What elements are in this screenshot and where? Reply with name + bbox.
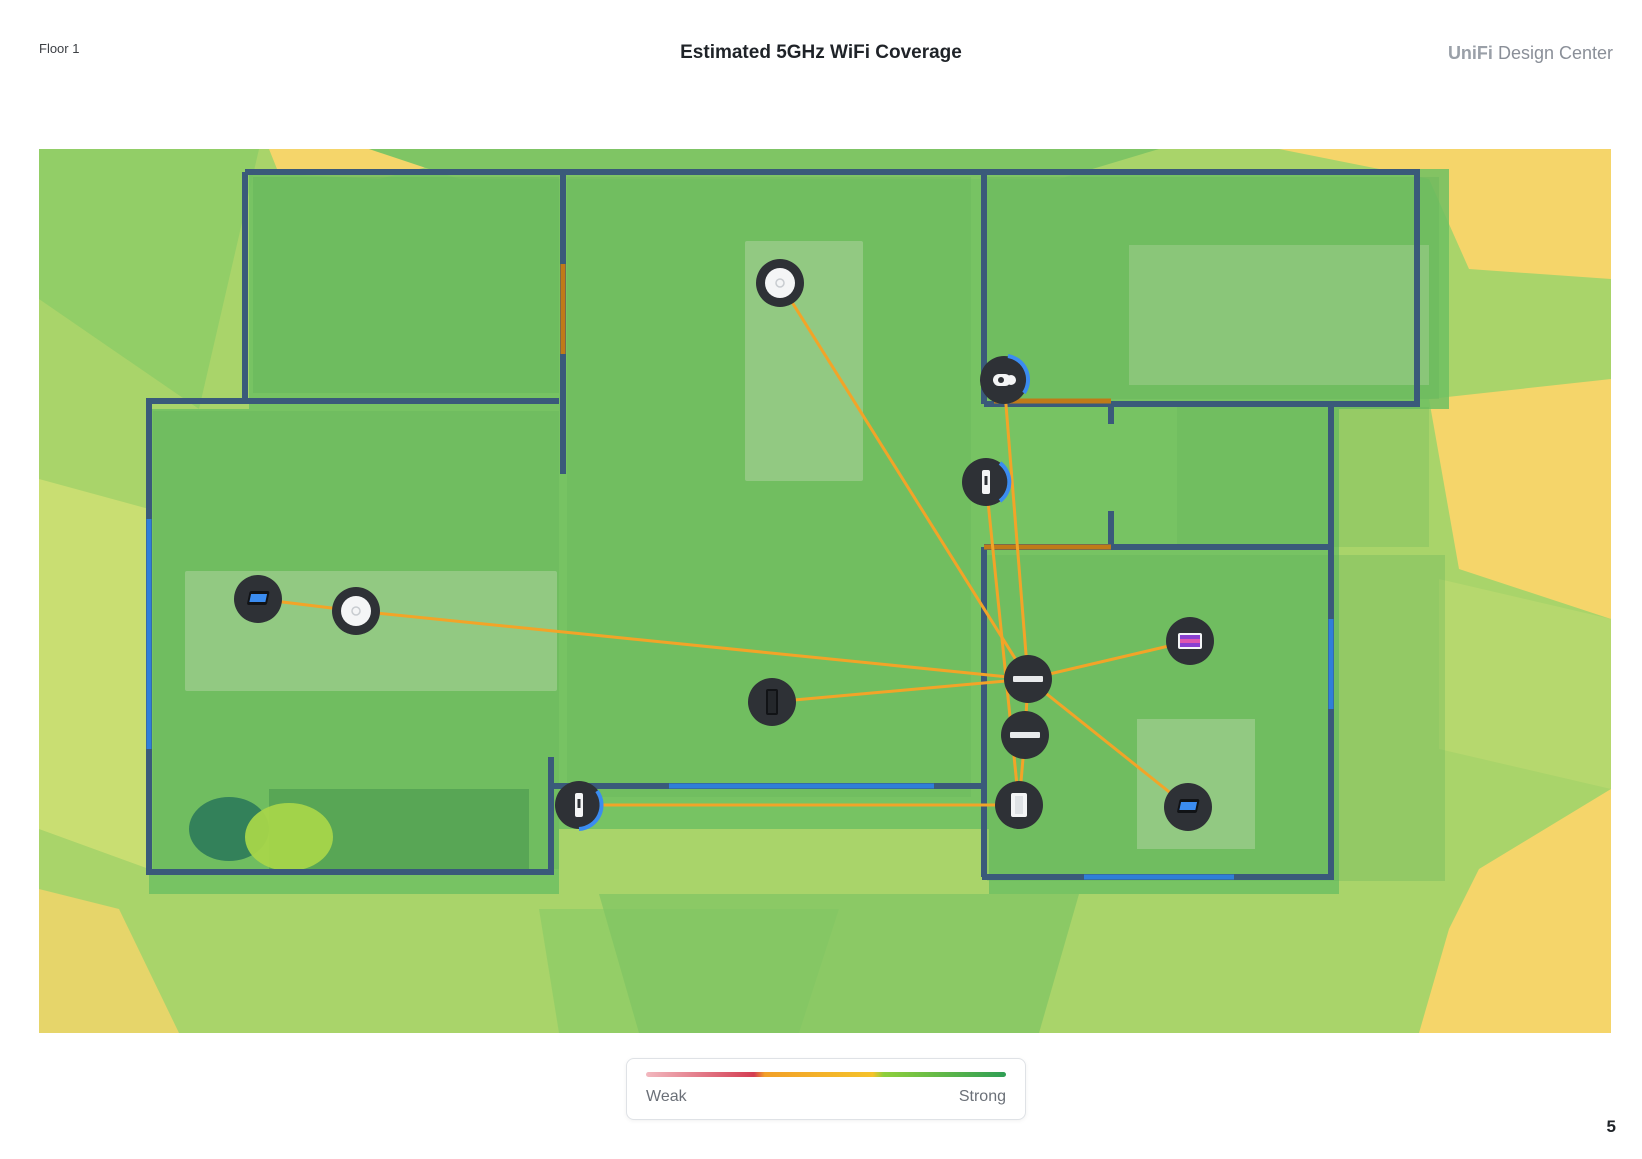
legend-weak-label: Weak [646,1088,687,1105]
coverage-strong-zone [149,169,1449,894]
coverage-good-zone [39,479,149,869]
legend-strong-label: Strong [958,1088,1006,1105]
coverage-weak-zone [1419,789,1611,1033]
device-markers [234,259,1214,831]
gateway-icon[interactable] [1004,655,1052,703]
page-number: 5 [1606,1117,1616,1136]
legend-gradient-bar [646,1072,1006,1077]
coverage-map[interactable] [39,149,1611,1033]
display-icon[interactable] [1166,617,1214,665]
camera-icon[interactable] [980,354,1030,404]
switch-icon[interactable] [1001,711,1049,759]
access-hub-icon[interactable] [234,575,282,623]
room-bathroom [1177,407,1429,547]
access-hub-icon[interactable] [1164,783,1212,831]
coverage-weak-zone [39,889,179,1033]
brand-name: UniFi [1447,43,1493,63]
ceiling-access-point-icon[interactable] [332,587,380,635]
ceiling-access-point-icon[interactable] [756,259,804,307]
switch-icon[interactable] [995,781,1043,829]
brand-logo: UniFi Design Center [1448,43,1613,64]
room-kitchen [253,177,559,393]
coverage-weak-zone [1429,379,1611,619]
door-access-reader-icon[interactable] [962,458,1012,506]
glass-walls [146,519,1334,880]
coverage-map-svg [39,149,1611,1033]
coverage-strong-zone [599,894,1079,1033]
bean-bag [245,803,333,871]
coverage-good-zone [1439,579,1611,789]
nvr-icon[interactable] [748,678,796,726]
brand-suffix: Design Center [1492,43,1613,63]
door-access-reader-icon[interactable] [555,781,604,831]
signal-strength-legend: Weak Strong [626,1058,1026,1120]
page-title: Estimated 5GHz WiFi Coverage [680,42,962,63]
coverage-good-zone [39,149,259,409]
floor-label: Floor 1 [39,41,80,56]
staircase [1129,245,1429,385]
